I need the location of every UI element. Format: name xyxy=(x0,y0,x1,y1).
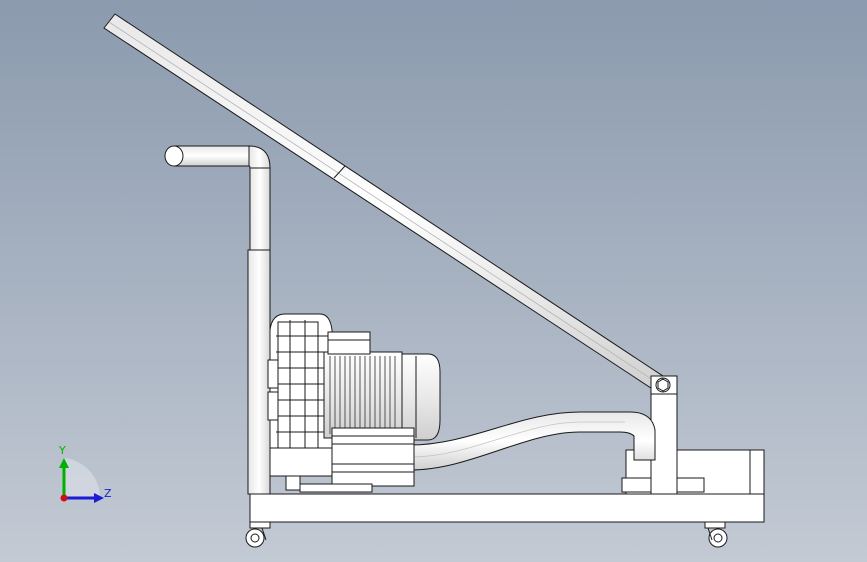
outlet-silencer xyxy=(299,427,415,493)
flexible-hose xyxy=(409,411,656,471)
base-frame xyxy=(249,449,765,523)
y-arrow-icon xyxy=(59,458,69,468)
z-axis-label: Z xyxy=(104,487,112,500)
blower-housing xyxy=(267,313,335,491)
orientation-triad: Y Z xyxy=(58,444,112,503)
lever-arm xyxy=(103,13,673,395)
caster-left xyxy=(245,521,271,548)
origin-icon xyxy=(60,494,68,502)
motor xyxy=(323,331,441,441)
z-arrow-icon xyxy=(94,493,104,503)
intake-pipe xyxy=(164,145,271,495)
caster-right xyxy=(704,521,728,548)
y-axis-label: Y xyxy=(58,444,66,457)
